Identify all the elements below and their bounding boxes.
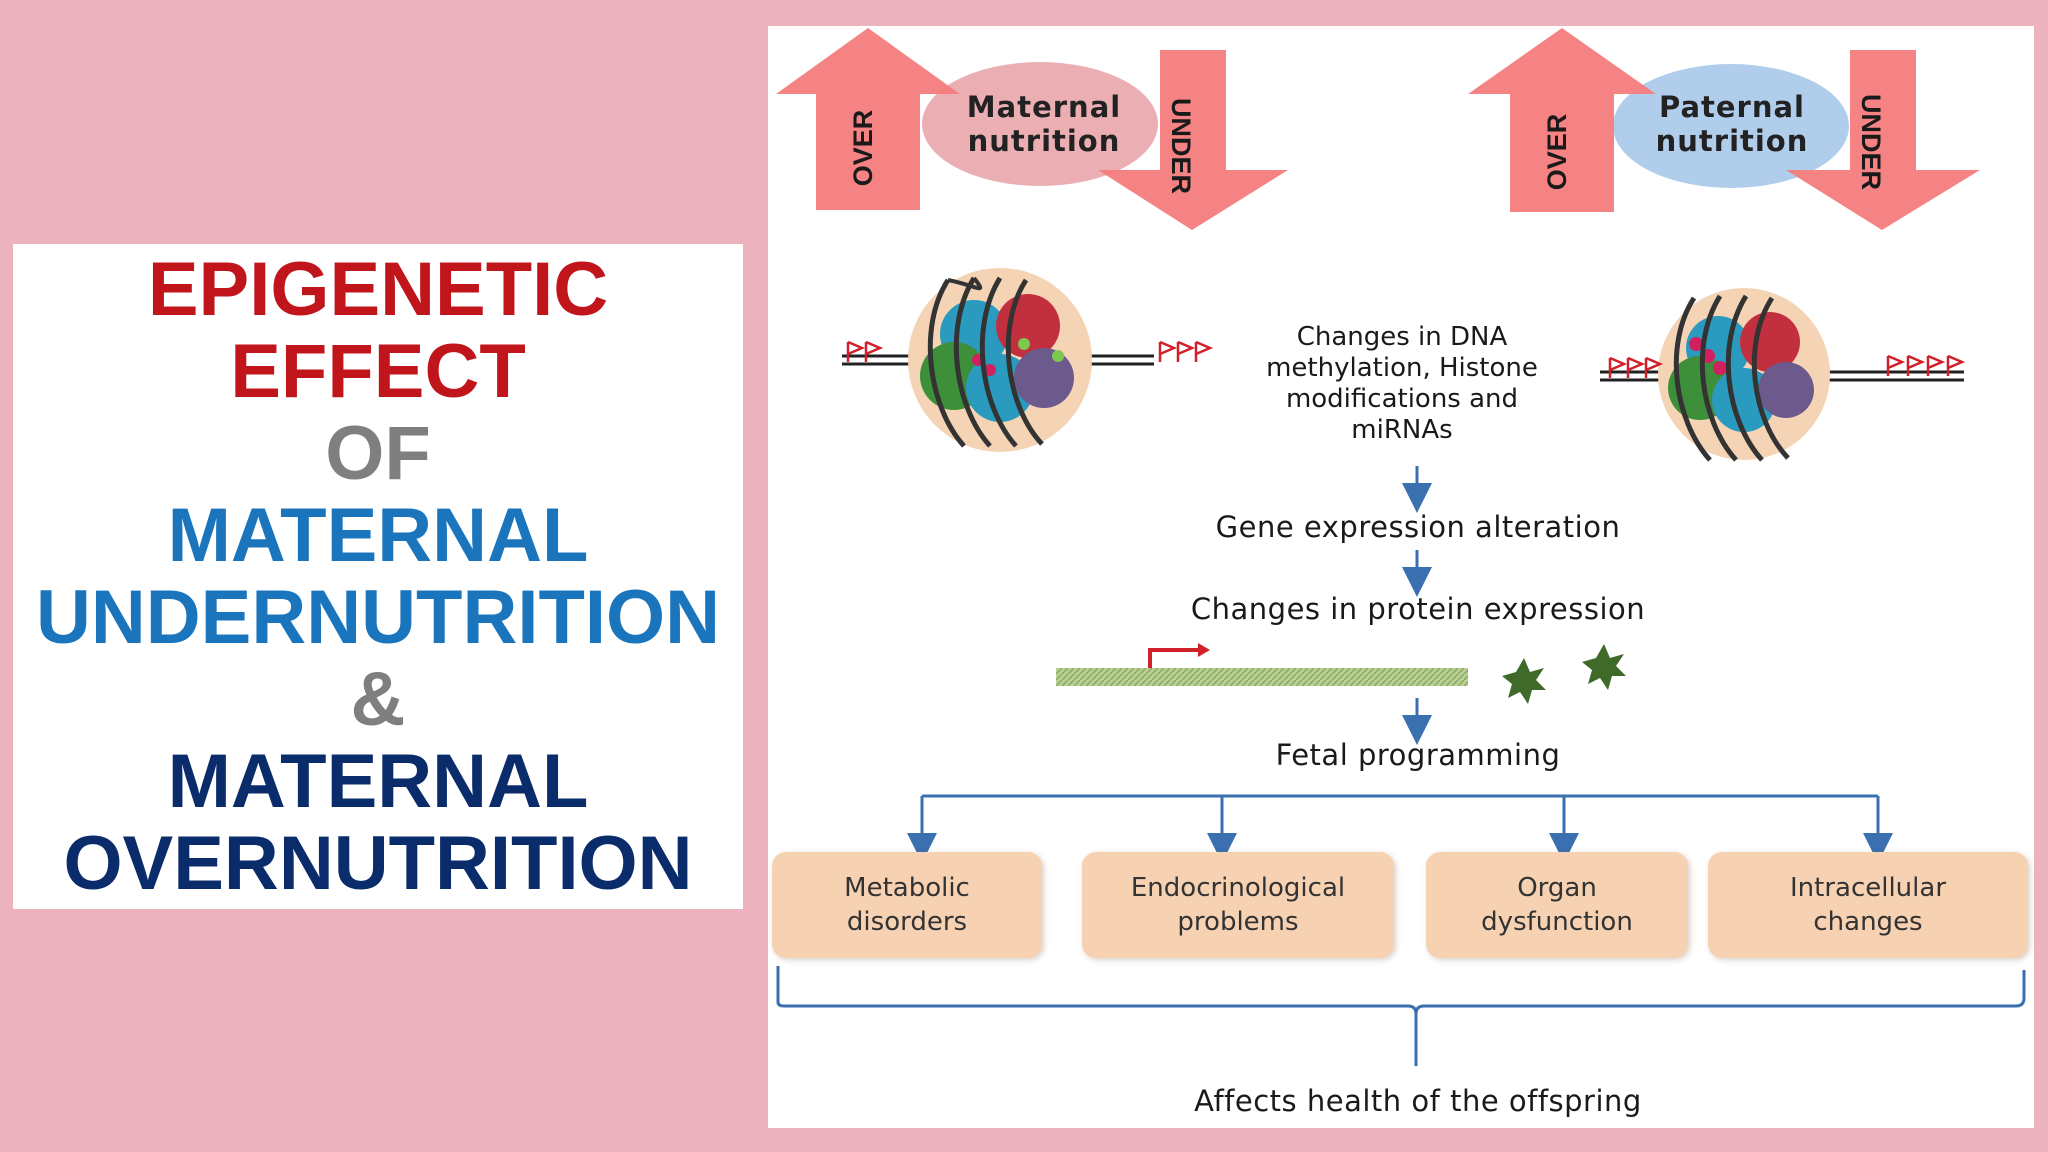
epigenetic-diagram: Maternal nutrition Paternal nutrition OV… xyxy=(768,26,2034,1128)
title-line-of: OF xyxy=(325,410,431,496)
bottom-brace xyxy=(776,966,2026,1066)
diagram-graphics xyxy=(776,28,2026,1066)
title-line-ampersand: & xyxy=(350,656,406,742)
offspring-health-label: Affects health of the offspring xyxy=(1194,1084,1642,1118)
title-line-undernutrition: UNDERNUTRITION xyxy=(36,574,720,660)
protein-star-icon xyxy=(1502,658,1546,704)
paternal-ellipse xyxy=(1613,64,1849,188)
paternal-under-arrow xyxy=(1786,50,1980,230)
maternal-under-label: UNDER xyxy=(1166,97,1196,194)
maternal-over-arrow xyxy=(776,28,960,210)
paternal-over-arrow xyxy=(1468,28,1656,212)
fetal-programming-label: Fetal programming xyxy=(1275,738,1561,772)
maternal-over-label: OVER xyxy=(848,109,878,187)
title-line-overnutrition: OVERNUTRITION xyxy=(63,820,693,906)
promoter-arrow-icon xyxy=(1148,648,1204,668)
maternal-nutrition-label: Maternal nutrition xyxy=(966,90,1122,158)
maternal-ellipse xyxy=(922,62,1158,186)
paternal-nutrition-label: Paternal nutrition xyxy=(1655,90,1809,158)
title-line-epigenetic: EPIGENETIC xyxy=(147,246,609,332)
protein-expression-label: Changes in protein expression xyxy=(1190,592,1646,626)
paternal-over-label: OVER xyxy=(1542,113,1572,191)
title-card: EPIGENETIC EFFECT OF MATERNAL UNDERNUTRI… xyxy=(13,244,743,909)
gene-expression-label: Gene expression alteration xyxy=(1215,510,1621,544)
paternal-nucleosome-icon xyxy=(1600,288,1966,462)
epigenetic-changes-label: Changes in DNA methylation, Histone modi… xyxy=(1266,322,1538,445)
title-line-maternal-1: MATERNAL xyxy=(167,492,589,578)
protein-star-icon xyxy=(1582,644,1626,690)
title-line-effect: EFFECT xyxy=(230,328,526,414)
paternal-under-label: UNDER xyxy=(1856,93,1886,190)
maternal-under-arrow xyxy=(1098,50,1288,230)
title-line-maternal-2: MATERNAL xyxy=(167,738,589,824)
maternal-nucleosome-icon xyxy=(842,268,1214,452)
gene-bar-icon xyxy=(1056,668,1468,686)
